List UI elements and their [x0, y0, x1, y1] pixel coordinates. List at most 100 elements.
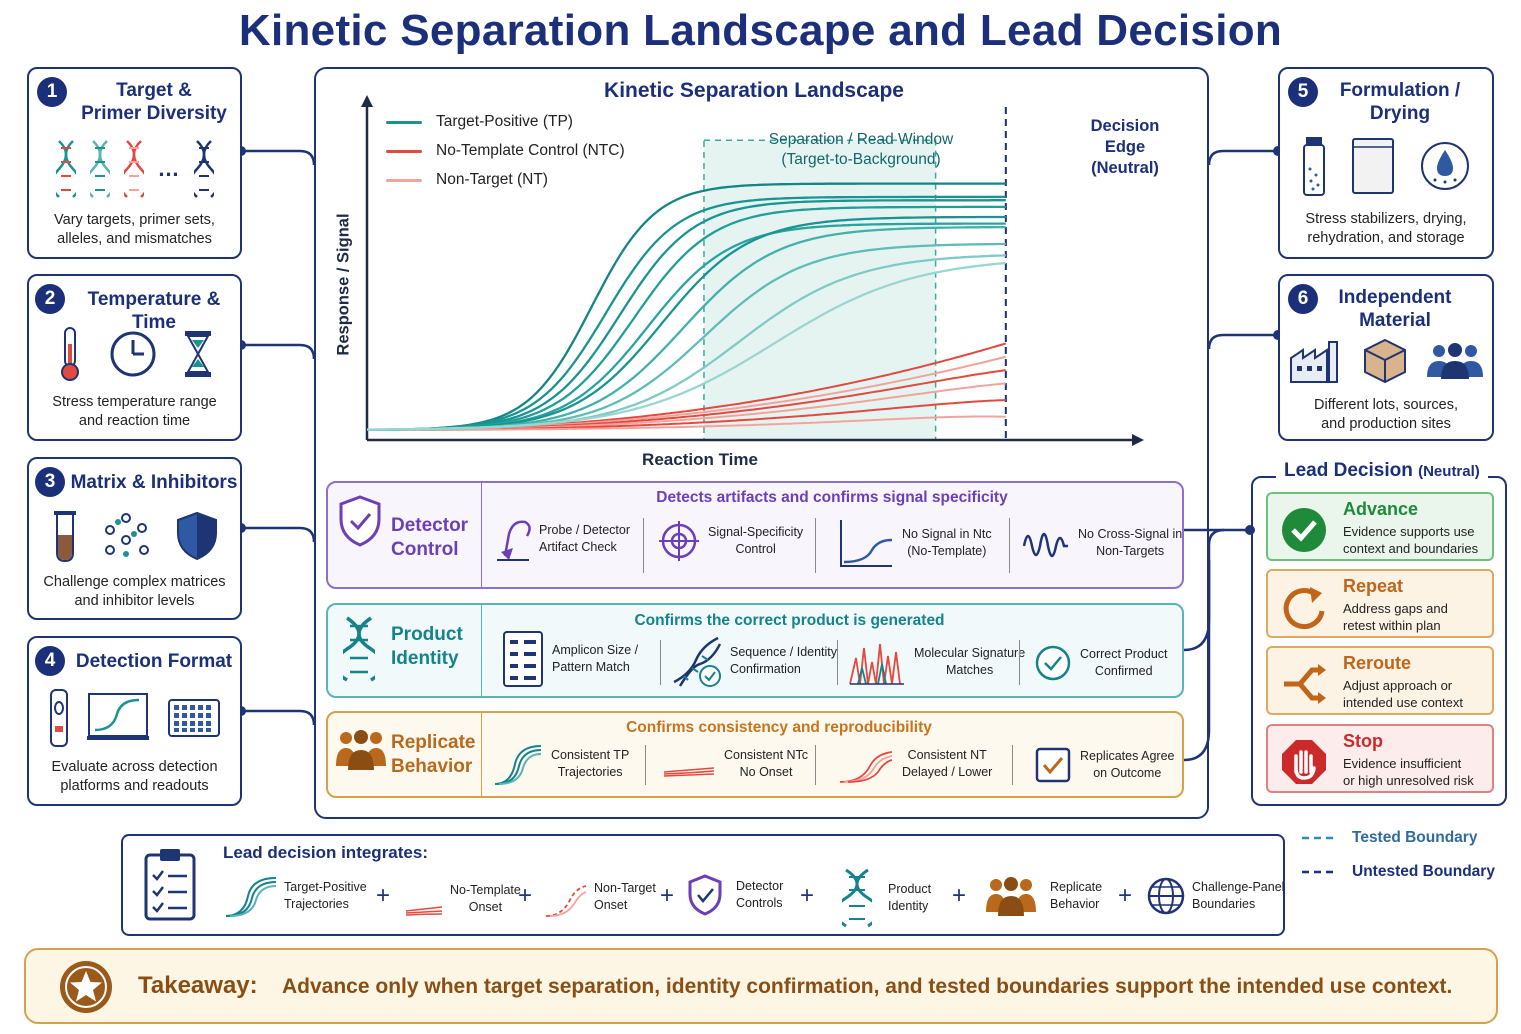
integrates-item: Challenge-Panel Boundaries	[1146, 876, 1284, 916]
step-number: 2	[35, 284, 65, 314]
band-item: No Signal in Ntc (No-Template)	[838, 518, 992, 568]
card-matrix-inhibitors: 3 Matrix & Inhibitors Challenge complex …	[27, 457, 242, 620]
band-subtitle: Confirms consistency and reproducibility	[626, 719, 932, 736]
nt-curves-icon	[545, 885, 587, 917]
chart-title: Kinetic Separation Landscape	[604, 79, 904, 102]
card-description: Different lots, sources, and production …	[1314, 397, 1458, 432]
band-item-label: No Signal in Ntc (No-Template)	[902, 527, 992, 558]
card-title: Independent Material	[1338, 287, 1452, 331]
band-item: Replicates Agree on Outcome	[1034, 746, 1175, 784]
decision-title: Reroute	[1343, 653, 1412, 673]
band-title: Detector Control	[391, 515, 469, 560]
band-item-label: Correct Product Confirmed	[1080, 647, 1168, 678]
card-title: Target & Primer Diversity	[81, 80, 227, 124]
card-title: Temperature & Time	[87, 289, 221, 333]
integrates-item-label: Non-Target Onset	[594, 881, 656, 912]
decision-desc: Evidence insufficient or high unresolved…	[1343, 756, 1474, 788]
card-description: Stress temperature range and reaction ti…	[52, 394, 217, 429]
legend-label: Target-Positive (TP)	[436, 113, 573, 130]
chromatogram-icon	[849, 643, 904, 685]
card-target-primer-diversity: 1 Target & Primer Diversity … Vary targe…	[27, 67, 242, 259]
decision-title: Stop	[1343, 731, 1383, 751]
integrates-item-label: Replicate Behavior	[1050, 880, 1103, 911]
band-item: No Cross-Signal in Non-Targets	[1022, 520, 1182, 566]
card-title: Detection Format	[75, 651, 233, 672]
band-item: Consistent TP Trajectories	[493, 742, 629, 786]
flat-curve-icon	[840, 520, 893, 567]
band-item-label: Amplicon Size / Pattern Match	[552, 643, 639, 674]
stop-hand-icon	[1282, 740, 1326, 784]
band-item: Consistent NT Delayed / Lower	[838, 744, 992, 784]
band-item-label: Signal-Specificity Control	[708, 525, 804, 556]
people-icon	[1427, 343, 1483, 379]
card-independent-material: 6 Independent Material Different lots, s…	[1278, 274, 1494, 441]
plus-sign: +	[376, 882, 391, 909]
decision-option-stop: Stop Evidence insufficient or high unres…	[1266, 724, 1494, 793]
split-arrow-icon	[1284, 664, 1326, 704]
flat-lines-icon	[663, 767, 715, 777]
hourglass-icon	[184, 331, 211, 377]
band-item-label: Sequence / Identity Confirmation	[730, 645, 838, 676]
step-number: 5	[1288, 77, 1318, 107]
integrates-title: Lead decision integrates:	[223, 843, 428, 862]
integrates-item-label: Detector Controls	[736, 879, 784, 910]
factory-icon	[1290, 341, 1338, 383]
band-item: Consistent NTc No Onset	[662, 746, 808, 782]
card-description: Challenge complex matrices and inhibitor…	[43, 574, 226, 609]
plate-icon	[167, 699, 220, 737]
decision-title: Advance	[1343, 499, 1419, 519]
integrates-item-label: Challenge-Panel Boundaries	[1192, 880, 1285, 911]
card-title: Formulation / Drying	[1339, 80, 1461, 124]
tp-curves-icon	[225, 877, 277, 917]
takeaway-label: Takeaway:	[138, 972, 258, 999]
check-circle-icon	[1035, 645, 1071, 681]
refresh-icon	[1283, 587, 1325, 630]
integrates-item: No-Template Onset	[404, 879, 521, 919]
band-item: Sequence / Identity Confirmation	[670, 634, 837, 688]
integrates-panel	[121, 834, 1285, 936]
box-icon	[1364, 338, 1406, 384]
clipboard-icon	[144, 849, 196, 921]
legend-label: Non-Target (NT)	[436, 171, 548, 188]
step-number: 3	[35, 467, 65, 497]
takeaway-text: Advance only when target separation, ide…	[282, 975, 1453, 998]
legend-untested-boundary: Untested Boundary	[1302, 863, 1495, 881]
card-description: Vary targets, primer sets, alleles, and …	[54, 212, 215, 247]
integrates-item: Non-Target Onset	[544, 876, 656, 918]
decision-desc: Evidence supports use context and bounda…	[1343, 524, 1479, 556]
lead-decision-title: Lead Decision (Neutral)	[1276, 460, 1488, 482]
integrates-item-label: Product Identity	[888, 882, 932, 913]
star-badge-icon	[60, 961, 112, 1013]
band-detector-control	[326, 481, 1184, 589]
decision-title: Repeat	[1343, 576, 1404, 596]
band-item: Probe / Detector Artifact Check	[495, 516, 630, 562]
check-circle-icon	[1282, 508, 1326, 552]
shield-icon	[176, 511, 217, 561]
vial-icon	[1303, 137, 1325, 196]
band-item-label: Probe / Detector Artifact Check	[539, 523, 631, 554]
band-item-label: Consistent TP Trajectories	[551, 748, 630, 779]
y-axis-label: Response / Signal	[334, 213, 353, 356]
legend-swatch-nt	[386, 178, 422, 182]
dna-icon	[193, 140, 214, 198]
plus-sign: +	[800, 882, 815, 909]
x-axis-label: Reaction Time	[642, 450, 758, 469]
legend-label: No-Template Control (NTC)	[436, 142, 625, 159]
decision-edge-label: Decision Edge (Neutral)	[1090, 117, 1160, 177]
dna-icon	[343, 616, 375, 682]
decision-option-advance: Advance Evidence supports use context an…	[1266, 492, 1494, 561]
legend-tested-boundary: Tested Boundary	[1302, 829, 1477, 847]
legend-swatch-ntc	[386, 149, 422, 153]
band-item: Amplicon Size / Pattern Match	[502, 630, 638, 688]
legend-swatch-tp	[386, 120, 422, 124]
integrates-item-label: Target-Positive Trajectories	[284, 880, 367, 911]
plus-sign: +	[952, 882, 967, 909]
clock-icon	[110, 331, 155, 377]
decision-desc: Adjust approach or intended use context	[1343, 678, 1463, 710]
dna-icon	[842, 868, 872, 928]
probe-icon	[497, 520, 531, 561]
people-icon	[336, 730, 386, 770]
band-item-label: Molecular Signature Matches	[914, 646, 1026, 677]
card-temperature-time: 2 Temperature & Time Stress temperature …	[27, 274, 242, 441]
legend-item-tp: Target-Positive (TP)	[386, 113, 573, 131]
